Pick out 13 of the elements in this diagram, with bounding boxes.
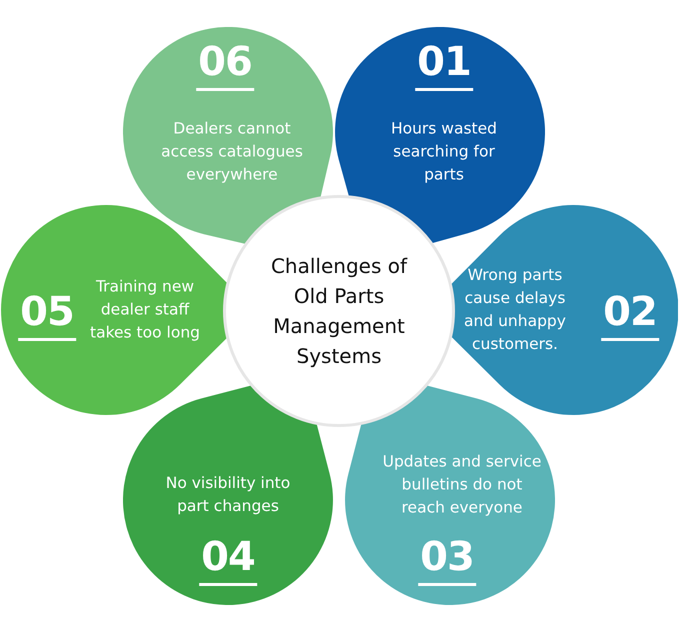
center-title: Challenges of Old Parts Management Systems: [270, 253, 408, 370]
step-number: 01: [415, 40, 473, 91]
step-number: 02: [601, 290, 659, 341]
step-number: 03: [418, 534, 476, 586]
step-number: 04: [199, 534, 257, 586]
challenge-text: Hours wasted searching for parts: [390, 118, 498, 186]
step-number: 05: [18, 290, 76, 341]
step-number: 06: [196, 40, 254, 91]
challenge-text: Dealers cannot access catalogues everywhere: [160, 118, 304, 186]
challenge-text: Training new dealer staff takes too long: [89, 276, 201, 344]
challenge-text: Updates and service bulletins do not reach everyone: [382, 451, 542, 518]
challenge-text: No visibility into part changes: [164, 472, 292, 517]
challenge-text: Wrong parts cause delays and unhappy customers.: [463, 265, 567, 355]
